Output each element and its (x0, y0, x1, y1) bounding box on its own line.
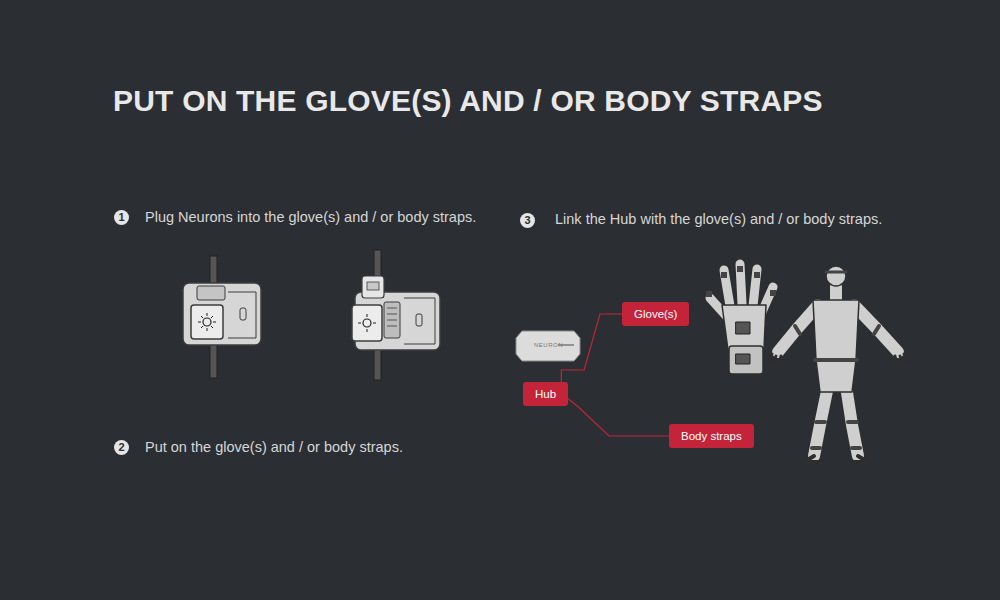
step-text: Link the Hub with the glove(s) and / or … (555, 211, 882, 228)
hub-device (516, 331, 580, 361)
page-title: PUT ON THE GLOVE(S) AND / OR BODY STRAPS (113, 84, 823, 118)
glove-label-box: Glove(s) (622, 302, 689, 326)
leader-line (561, 314, 622, 382)
sensor-holder (183, 256, 261, 378)
step-number: 3 (520, 213, 535, 228)
hub-logo: NEURON (534, 342, 563, 349)
step-number: 2 (114, 440, 129, 455)
hub-label-box: Hub (523, 382, 568, 406)
label-text: Glove(s) (634, 308, 677, 320)
body-figure (766, 266, 910, 462)
sensor-holder-with-neuron (352, 250, 440, 380)
glove (706, 264, 776, 374)
step-text: Put on the glove(s) and / or body straps… (145, 439, 403, 456)
label-text: Hub (535, 388, 556, 400)
label-text: Body straps (681, 430, 742, 442)
leader-line (568, 399, 669, 436)
step-number: 1 (114, 210, 129, 225)
body-straps-label-box: Body straps (669, 424, 754, 448)
step-text: Plug Neurons into the glove(s) and / or … (145, 209, 476, 226)
